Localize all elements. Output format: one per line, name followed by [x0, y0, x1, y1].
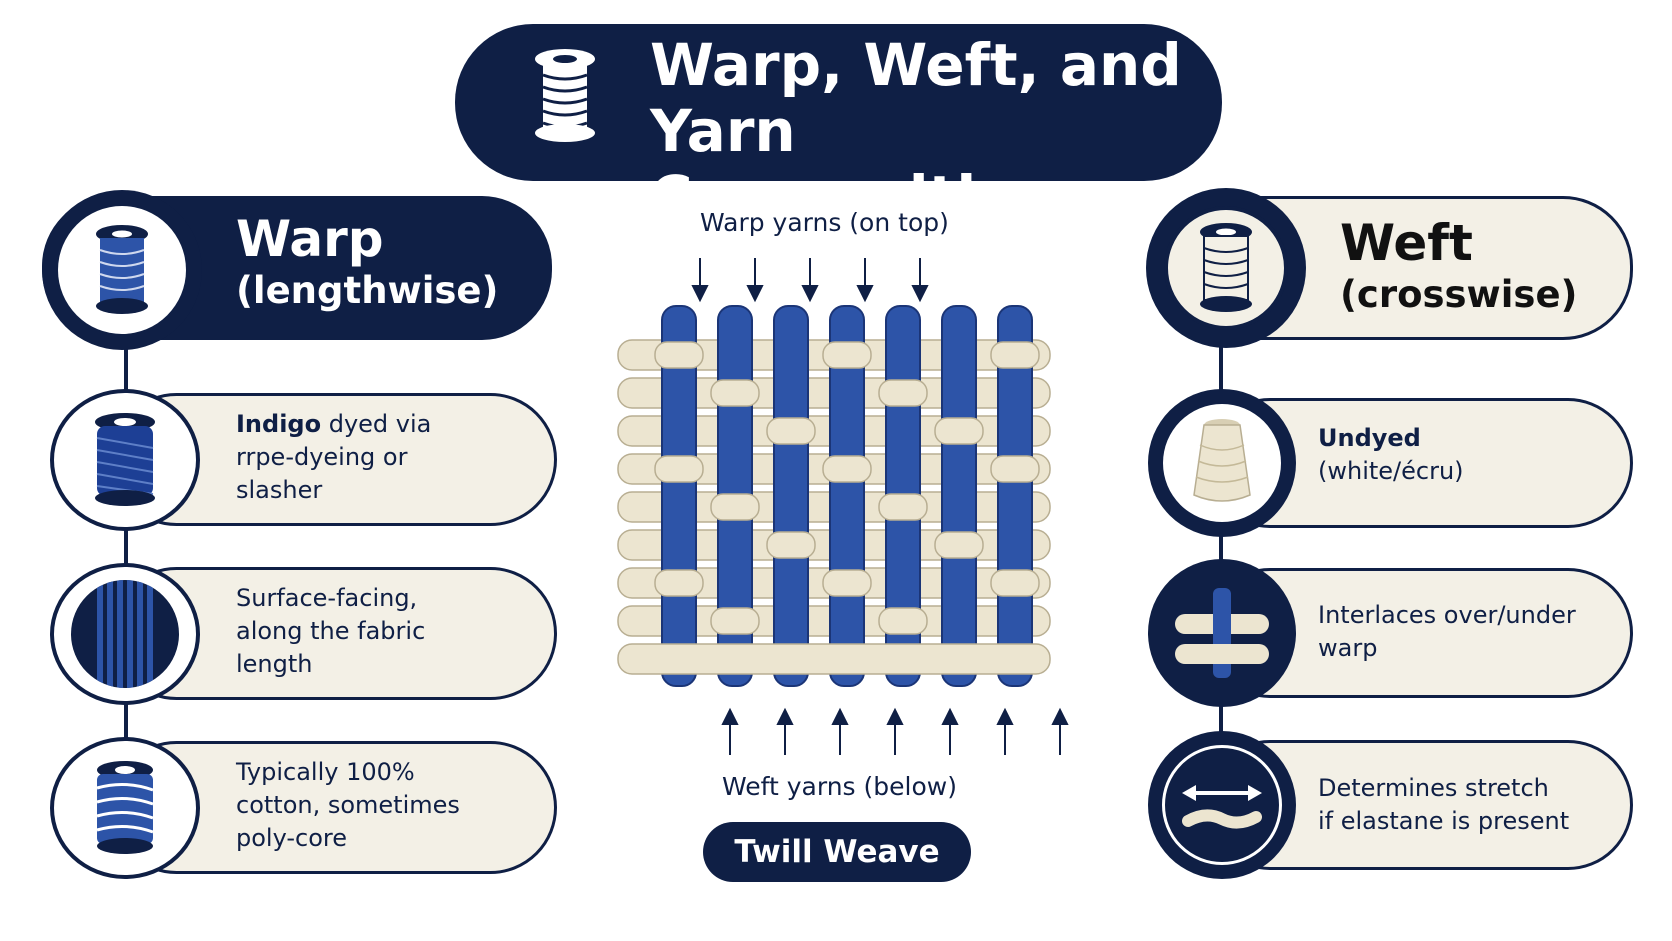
spool-icon: [535, 49, 595, 142]
weft-item-1-strong: Undyed: [1318, 424, 1421, 452]
warp-item-2-line2: along the fabric: [236, 617, 426, 645]
weft-header-text: Weft (crosswise): [1340, 214, 1577, 318]
weft-item-3-icon-circle: [1148, 731, 1296, 879]
warp-yarns-label: Warp yarns (on top): [700, 208, 949, 237]
warp-subtitle: (lengthwise): [236, 269, 499, 312]
weft-item-2-text: Interlaces over/under warp: [1318, 599, 1576, 665]
twill-weave-illustration: [617, 258, 1069, 755]
weft-subtitle: (crosswise): [1340, 273, 1578, 316]
warp-item-2-icon-circle: [50, 563, 200, 705]
warp-item-3-line3: poly-core: [236, 824, 348, 852]
weft-yarns-label: Weft yarns (below): [722, 772, 957, 801]
stretch-arrow-icon: [1182, 785, 1262, 829]
weft-item-3-line2: if elastane is present: [1318, 807, 1570, 835]
warp-item-3-line2: cotton, sometimes: [236, 791, 460, 819]
blue-white-spool-icon: [96, 761, 154, 854]
weft-item-2-line1: Interlaces over/under: [1318, 601, 1576, 629]
warp-item-2: [110, 567, 557, 700]
page-title: Warp, Weft, and Yarn Composition: [650, 32, 1210, 230]
weft-spool-icon: [1200, 223, 1252, 312]
warp-item-1-line3: slasher: [236, 476, 323, 504]
weft-title: Weft: [1340, 214, 1473, 272]
weft-item-1-line2: (white/écru): [1318, 457, 1464, 485]
warp-item-3-text: Typically 100% cotton, sometimes poly-co…: [236, 756, 460, 855]
warp-item-1-text: Indigo dyed via rrpe-dyeing or slasher: [236, 408, 431, 507]
weft-header-icon-ring: [1146, 188, 1306, 348]
indigo-spool-icon: [95, 413, 155, 506]
twill-weave-badge: Twill Weave: [703, 822, 971, 882]
ecru-spool-icon: [1193, 419, 1251, 502]
warp-header-text: Warp (lengthwise): [236, 210, 498, 314]
vertical-stripes-icon: [71, 580, 179, 688]
warp-item-2-text: Surface-facing, along the fabric length: [236, 582, 425, 681]
title-line-1: Warp, Weft, and: [650, 31, 1182, 99]
weft-item-2-line2: warp: [1318, 634, 1378, 662]
warp-item-3-line1: Typically 100%: [236, 758, 415, 786]
warp-item-1-line1: dyed via: [321, 410, 432, 438]
weft-item-2-icon-circle: [1148, 559, 1296, 707]
weft-item-1-text: Undyed (white/écru): [1318, 422, 1464, 488]
warp-item-2-line1: Surface-facing,: [236, 584, 418, 612]
warp-spool-icon: [96, 225, 148, 314]
warp-item-1-strong: Indigo: [236, 410, 322, 438]
title-line-2: Yarn Composition: [650, 97, 1058, 231]
warp-item-1-icon-circle: [50, 389, 200, 531]
warp-title: Warp: [236, 210, 384, 268]
weft-item-1-icon-circle: [1148, 389, 1296, 537]
warp-header-icon-ring: [42, 190, 202, 350]
warp-item-3-icon-circle: [50, 737, 200, 879]
weft-item-3-line1: Determines stretch: [1318, 774, 1549, 802]
weft-item-3-text: Determines stretch if elastane is presen…: [1318, 772, 1569, 838]
interlace-icon: [1175, 588, 1269, 678]
warp-item-2-line3: length: [236, 650, 313, 678]
warp-item-1-line2: rrpe-dyeing or: [236, 443, 408, 471]
